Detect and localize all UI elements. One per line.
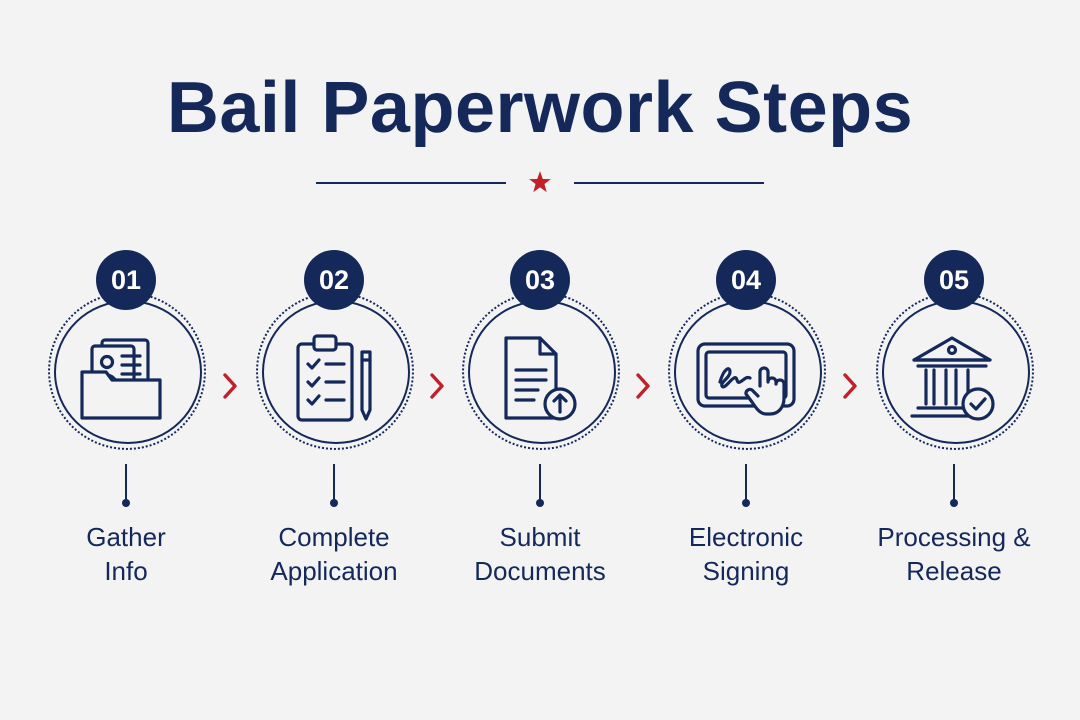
chevron-right-icon (223, 373, 237, 399)
step-label: Complete Application (234, 520, 434, 588)
folder-id-icon (80, 338, 162, 420)
chevron-right-icon (430, 373, 444, 399)
step-label: Electronic Signing (646, 520, 846, 588)
connector-dot (950, 499, 958, 507)
step-label-line2: Signing (702, 556, 790, 586)
tablet-signature-icon (696, 342, 796, 416)
step-number-badge: 03 (510, 250, 570, 310)
step-3: 03 Submit Documents (450, 250, 630, 590)
icon-circle (54, 300, 202, 444)
connector-dot (742, 499, 750, 507)
step-label-line2: Info (104, 556, 148, 586)
step-label-line1: Submit (499, 522, 581, 552)
courthouse-check-icon (910, 336, 995, 421)
step-label-line1: Processing & (877, 522, 1031, 552)
step-label-line2: Application (270, 556, 398, 586)
connector-stem (539, 464, 541, 500)
step-label-line2: Release (906, 556, 1002, 586)
step-number-badge: 01 (96, 250, 156, 310)
title-divider (316, 168, 764, 198)
step-number-badge: 02 (304, 250, 364, 310)
connector-stem (125, 464, 127, 500)
step-2: 02 Complete Application (244, 250, 424, 590)
step-label: Submit Documents (440, 520, 640, 588)
step-label-line1: Electronic (688, 522, 804, 552)
connector-dot (330, 499, 338, 507)
divider-line-right (574, 182, 764, 184)
connector-dot (536, 499, 544, 507)
step-label-line2: Documents (474, 556, 606, 586)
icon-circle (468, 300, 616, 444)
divider-line-left (316, 182, 506, 184)
step-4: 04 Electronic Signing (656, 250, 836, 590)
step-5: 05 Processing & Release (864, 250, 1044, 590)
clipboard-checklist-icon (296, 334, 372, 422)
step-label: Processing & Release (854, 520, 1054, 588)
connector-stem (745, 464, 747, 500)
step-number-badge: 05 (924, 250, 984, 310)
step-label-line1: Gather (86, 522, 166, 552)
document-upload-icon (504, 336, 577, 421)
connector-stem (333, 464, 335, 500)
chevron-right-icon (843, 373, 857, 399)
step-label: Gather Info (26, 520, 226, 588)
step-label-line1: Complete (278, 522, 390, 552)
star-icon (529, 171, 551, 193)
page-title: Bail Paperwork Steps (166, 68, 914, 148)
step-1: 01 Gather Info (36, 250, 216, 590)
step-number-badge: 04 (716, 250, 776, 310)
connector-dot (122, 499, 130, 507)
chevron-right-icon (636, 373, 650, 399)
connector-stem (953, 464, 955, 500)
